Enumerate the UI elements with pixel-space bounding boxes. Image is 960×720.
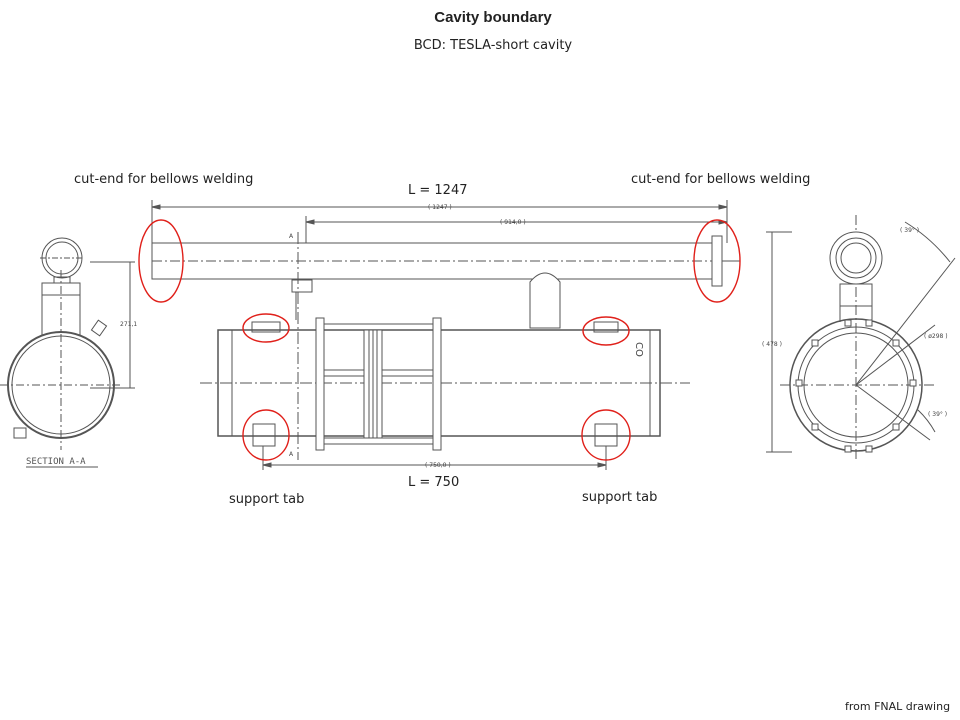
- page-title: Cavity boundary: [434, 9, 552, 26]
- dim-39-top-label: ( 39° ): [900, 227, 919, 234]
- pipe-mark: CO: [633, 342, 644, 357]
- dim-298-label: ( ø298 ): [924, 333, 948, 340]
- highlight-support-tab-br: [581, 409, 631, 461]
- dim-1247-label: ( 1247 ): [428, 204, 452, 211]
- dim-271-label: 271,1: [120, 321, 137, 328]
- highlight-right-cut-end: [693, 219, 741, 303]
- dim-750-label: ( 750,0 ): [425, 462, 451, 469]
- section-marker-bottom: A: [289, 451, 294, 458]
- support-tab-top-right: [593, 321, 619, 333]
- tuner-assembly: [315, 317, 442, 451]
- highlight-marks: [138, 219, 741, 461]
- cut-end-label-right: cut-end for bellows welding: [631, 172, 811, 187]
- cut-end-label-left: cut-end for bellows welding: [74, 172, 254, 187]
- dim-914-label: ( 914,0 ): [500, 219, 526, 226]
- support-tab-label-left: support tab: [229, 492, 305, 507]
- highlight-left-cut-end: [138, 219, 184, 303]
- support-tab-bottom-right: [594, 423, 618, 447]
- end-view: ( 39° ) ( ø298 ) ( 39° ) ( 478 ): [762, 215, 956, 460]
- right-flange: [711, 235, 723, 287]
- highlight-support-tab-tl: [242, 313, 290, 343]
- coupler-port: [529, 272, 561, 329]
- section-marker-top: A: [289, 233, 294, 240]
- support-tab-bottom-left: [252, 423, 276, 447]
- page-subtitle: BCD: TESLA-short cavity: [413, 38, 573, 53]
- highlight-support-tab-bl: [242, 409, 290, 461]
- support-tab-top-left: [251, 321, 281, 333]
- section-label: SECTION A-A: [26, 457, 86, 467]
- support-tab-label-right: support tab: [582, 490, 658, 505]
- dim-478-label: ( 478 ): [762, 341, 782, 348]
- highlight-support-tab-tr: [582, 316, 630, 346]
- dim-39-bottom-label: ( 39° ): [928, 411, 947, 418]
- side-view: ( 1247 ) ( 914,0 ) A A: [151, 200, 740, 470]
- length-vessel-label: L = 750: [408, 475, 460, 490]
- section-a-a-view: 271,1 SECTION A-A: [0, 237, 137, 468]
- source-credit: from FNAL drawing: [845, 700, 951, 713]
- length-overall-label: L = 1247: [408, 183, 468, 198]
